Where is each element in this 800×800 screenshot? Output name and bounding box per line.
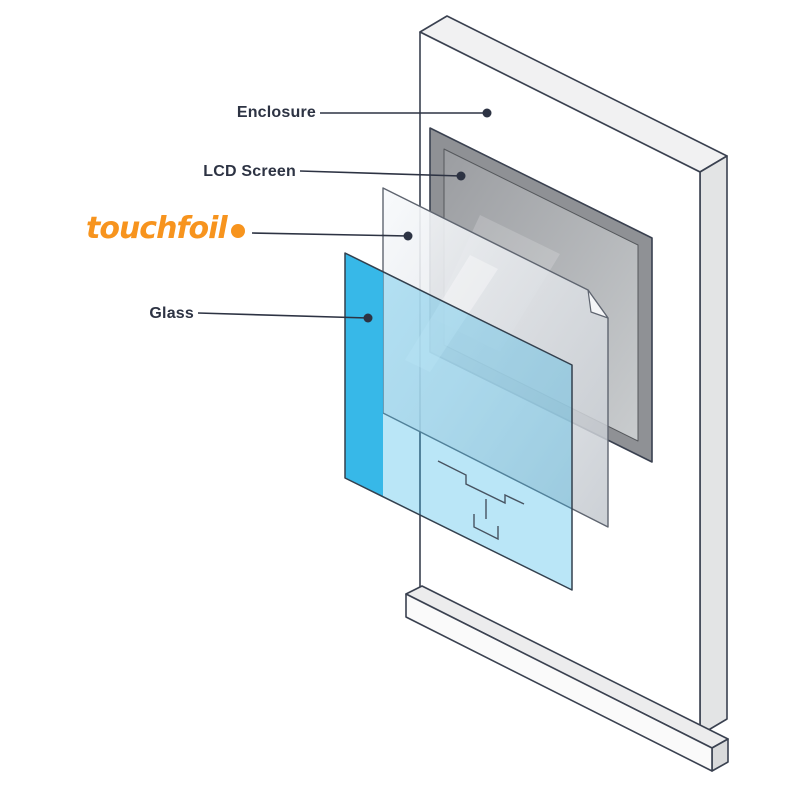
touchfoil-logo: touchfoil xyxy=(86,212,245,246)
glass-sheet xyxy=(344,252,573,591)
glass-leader-line xyxy=(197,312,369,319)
touchfoil-sheet xyxy=(382,187,609,528)
connector-notch-line xyxy=(437,460,525,505)
enclosure-base-front xyxy=(405,593,713,772)
lcd-leader-line xyxy=(299,170,462,177)
enclosure-pointer-dot xyxy=(482,108,492,118)
touchfoil-logo-dot xyxy=(230,224,245,238)
lcd-pointer-dot xyxy=(456,171,466,181)
touchfoil-leader-line xyxy=(251,232,409,237)
touchfoil-pointer-dot xyxy=(403,231,413,241)
label-glass: Glass xyxy=(149,305,194,322)
connector-tab xyxy=(473,499,499,541)
touchfoil-connector xyxy=(437,460,525,541)
leader-dots xyxy=(363,108,492,323)
enclosure-side-face xyxy=(699,155,728,736)
glass-face xyxy=(344,252,573,591)
leader-lines xyxy=(197,112,487,319)
touchfoil-folded-corner xyxy=(587,289,609,319)
label-enclosure: Enclosure xyxy=(236,104,316,121)
label-lcd-screen: LCD Screen xyxy=(203,163,296,180)
glass-edge-band xyxy=(345,253,383,497)
glass-pointer-dot xyxy=(363,313,373,323)
touchfoil-sheen xyxy=(405,255,498,372)
touchfoil-logo-text: touchfoil xyxy=(86,211,228,246)
